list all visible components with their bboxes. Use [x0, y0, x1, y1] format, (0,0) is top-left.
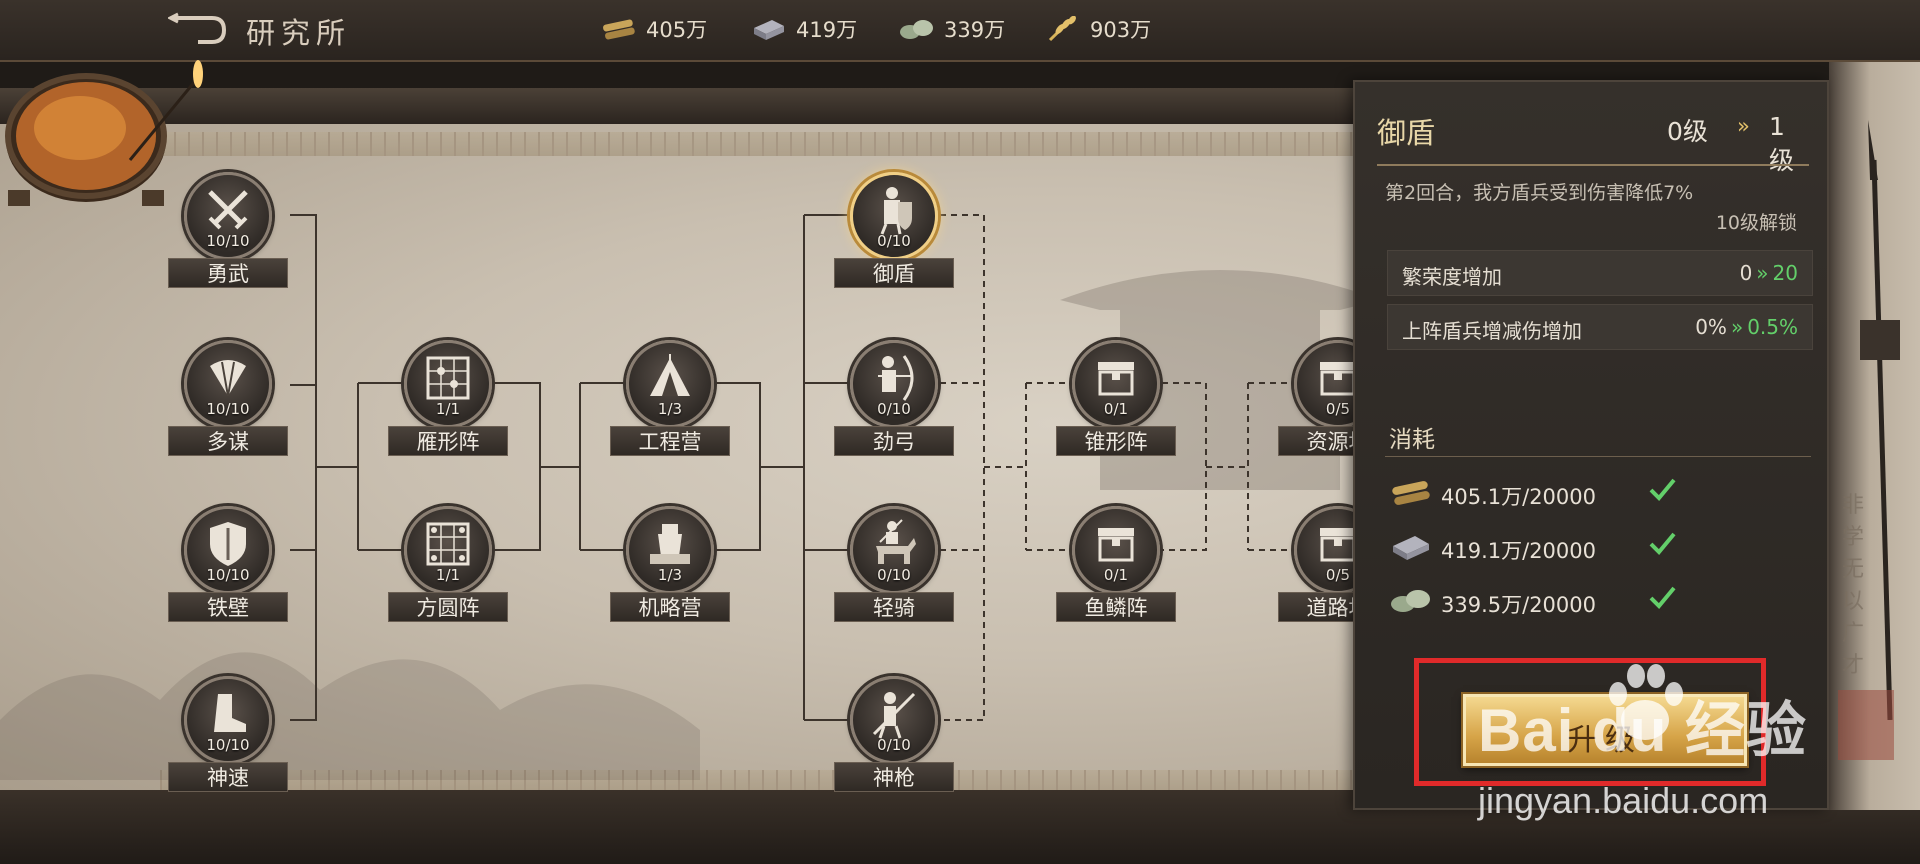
level-from: 0级 — [1667, 117, 1708, 146]
resource-iron: 419万 — [750, 14, 857, 44]
iron-icon — [1393, 536, 1429, 560]
tech-label-shensu: 神速 — [168, 762, 288, 792]
tech-label-gongcheng: 工程营 — [610, 426, 730, 456]
shield-soldier-icon — [880, 187, 912, 235]
wood-icon — [1392, 481, 1430, 505]
cavalry-icon — [876, 519, 916, 564]
tech-label-yudun: 御盾 — [834, 258, 954, 288]
formation-grid-icon — [426, 356, 470, 400]
tech-node-yongwu[interactable]: 10/10 — [180, 168, 276, 264]
unlock-requirement: 10级解锁 — [1715, 212, 1797, 234]
crossed-swords-icon — [208, 190, 248, 230]
tech-label-fangyuan: 方圆阵 — [388, 592, 508, 622]
tech-label-yulin: 鱼鳞阵 — [1056, 592, 1176, 622]
check-icon — [1649, 478, 1676, 501]
tech-node-jingong[interactable]: 0/10 — [846, 336, 942, 432]
header-divider — [1377, 158, 1809, 166]
shield-icon — [210, 522, 246, 566]
spear-icon — [1860, 120, 1900, 720]
archer-icon — [878, 355, 914, 401]
skill-detail-panel: 御盾 0级 » 1级 第2回合，我方盾兵受到伤害降低7% 10级解锁 繁荣度增加… — [1353, 80, 1829, 810]
level-arrow-icon: » — [1737, 114, 1750, 138]
grain-icon — [1048, 16, 1076, 42]
level-to: 1级 — [1769, 112, 1795, 175]
camp-tent-icon — [650, 354, 690, 396]
tech-label-qingqi: 轻骑 — [834, 592, 954, 622]
page-title: 研究所 — [246, 16, 352, 50]
back-arrow-icon[interactable] — [168, 12, 228, 46]
tech-node-tiebi[interactable]: 10/10 — [180, 502, 276, 598]
tech-node-yudun[interactable]: 0/10 — [846, 168, 942, 264]
stone-icon — [1391, 590, 1430, 612]
red-seal — [1838, 690, 1894, 760]
side-calligraphy: 非学无以广才 — [1842, 493, 1865, 678]
locked-chest-icon — [1098, 528, 1134, 562]
tech-label-duomou: 多谋 — [168, 426, 288, 456]
fret-border-top — [160, 132, 1400, 156]
tech-label-tiebi: 铁壁 — [168, 592, 288, 622]
formation-square-icon — [426, 522, 470, 566]
stone-icon — [900, 20, 933, 39]
incense-bowl-icon — [5, 60, 203, 206]
tech-label-zhuixing: 锥形阵 — [1056, 426, 1176, 456]
tech-label-shenqiang: 神枪 — [834, 762, 954, 792]
tech-node-duomou[interactable]: 10/10 — [180, 336, 276, 432]
cost-row-iron: 419.1万/20000 — [1389, 528, 1709, 568]
tree-silhouette — [0, 652, 700, 780]
tech-node-yanxing[interactable]: 1/1 — [400, 336, 496, 432]
tech-label-yanxing: 雁形阵 — [388, 426, 508, 456]
cost-row-stone: 339.5万/20000 — [1389, 582, 1709, 622]
check-icon — [1649, 586, 1676, 609]
tech-node-gongcheng[interactable]: 1/3 — [622, 336, 718, 432]
tech-node-jilue[interactable]: 1/3 — [622, 502, 718, 598]
spearman-icon — [872, 692, 916, 739]
tech-node-qingqi[interactable]: 0/10 — [846, 502, 942, 598]
stat-row: 上阵盾兵增减伤增加 0%»0.5% — [1387, 304, 1813, 350]
tech-node-fangyuan[interactable]: 1/1 — [400, 502, 496, 598]
skill-name: 御盾 — [1377, 116, 1436, 150]
cost-divider — [1385, 456, 1811, 457]
boot-icon — [214, 694, 246, 732]
tech-node-yulin[interactable]: 0/1 — [1068, 502, 1164, 598]
top-bar: 研究所 405万 419万 339万 903万 — [0, 0, 1920, 62]
cost-row-wood: 405.1万/20000 — [1389, 474, 1709, 514]
resource-grain: 903万 — [1044, 14, 1151, 44]
resource-wood: 405万 — [600, 14, 707, 44]
wood-icon — [603, 19, 635, 40]
upgrade-button[interactable]: 升级 — [1463, 694, 1747, 766]
stat-row: 繁荣度增加 0»20 — [1387, 250, 1813, 296]
tech-label-jilue: 机略营 — [610, 592, 730, 622]
tech-label-yongwu: 勇武 — [168, 258, 288, 288]
locked-chest-icon — [1098, 362, 1134, 396]
tech-label-jingong: 劲弓 — [834, 426, 954, 456]
tech-node-shensu[interactable]: 10/10 — [180, 672, 276, 768]
watchtower-icon — [650, 524, 690, 564]
iron-icon — [754, 20, 784, 40]
cost-title: 消耗 — [1389, 427, 1435, 453]
tech-node-zhuixing[interactable]: 0/1 — [1068, 336, 1164, 432]
tech-node-shenqiang[interactable]: 0/10 — [846, 672, 942, 768]
fan-icon — [210, 360, 246, 397]
resource-stone: 339万 — [898, 14, 1005, 44]
skill-description: 第2回合，我方盾兵受到伤害降低7% — [1385, 182, 1694, 204]
check-icon — [1649, 532, 1676, 555]
panel-header: 御盾 0级 » 1级 — [1377, 100, 1809, 175]
